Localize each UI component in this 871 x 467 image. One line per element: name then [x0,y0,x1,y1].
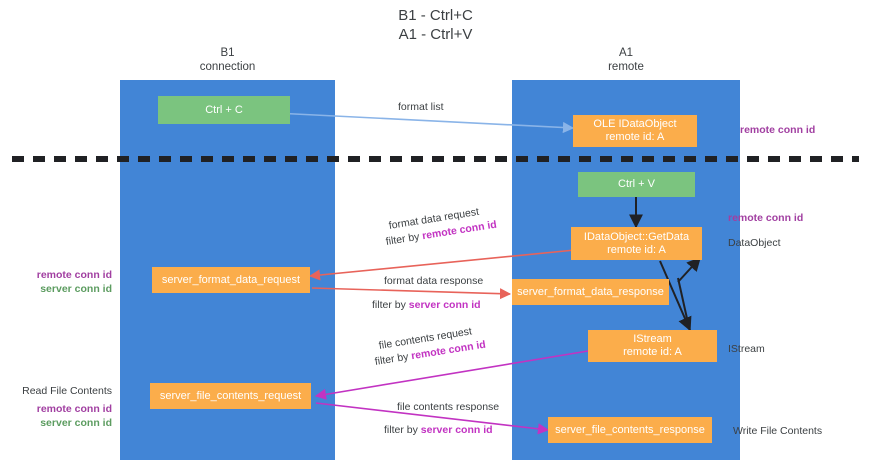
node-idataobject-getdata[interactable]: IDataObject::GetData remote id: A [571,227,702,260]
lane-header-a1: A1 remote [608,47,644,73]
annotation-left-remote-conn-id: remote conn id [36,269,112,281]
edge-file-contents-response [315,402,550,435]
annotation-left-remote-conn-id-2: remote conn id [36,403,112,415]
diagram-title: B1 - Ctrl+C A1 - Ctrl+V [398,7,473,43]
node-ctrl-c[interactable]: Ctrl + C [158,96,290,124]
node-server-format-data-response[interactable]: server_format_data_response [512,279,669,305]
node-server-format-data-request[interactable]: server_format_data_request [152,267,310,293]
filter-key-server-conn-id: server conn id [408,299,481,311]
annotation-left-server-conn-id: server conn id [40,283,112,295]
annotation-remote-conn-id-top: remote conn id [740,124,816,136]
edge-format-data-response [311,287,512,300]
edge-format-list [274,112,575,134]
edge-label-format-list: format list [398,101,444,113]
annotation-istream: IStream [728,343,765,355]
edge-response-to-getdata [677,256,701,283]
annotation-write-file-contents: Write File Contents [733,425,823,437]
phase-divider [12,156,859,162]
edge-format-data-request [308,249,576,281]
node-ctrl-v[interactable]: Ctrl + V [578,172,695,197]
edge-label-file-contents-response-filter: filter by server conn id [384,423,493,438]
annotation-left-server-conn-id-2: server conn id [40,417,112,429]
edge-file-contents-request [314,350,589,400]
annotation-read-file-contents: Read File Contents [22,385,112,397]
edge-label-format-data-response-filter: filter by server conn id [372,298,481,313]
node-ole-idataobject[interactable]: OLE IDataObject remote id: A [573,115,697,147]
filter-key-server-conn-id: server conn id [420,424,493,436]
filter-prefix: filter by [372,299,409,311]
edge-getdata-to-istream [659,260,692,332]
edge-label-format-data-response: format data response [384,275,484,287]
annotation-dataobject: DataObject [728,237,781,249]
filter-prefix: filter by [384,424,421,436]
edge-label-file-contents-response: file contents response [397,401,500,413]
lane-header-b1: B1 connection [199,47,256,73]
node-server-file-contents-response[interactable]: server_file_contents_response [548,417,712,443]
node-istream[interactable]: IStream remote id: A [588,330,717,362]
node-server-file-contents-request[interactable]: server_file_contents_request [150,383,311,409]
annotation-remote-conn-id-mid: remote conn id [728,212,804,224]
